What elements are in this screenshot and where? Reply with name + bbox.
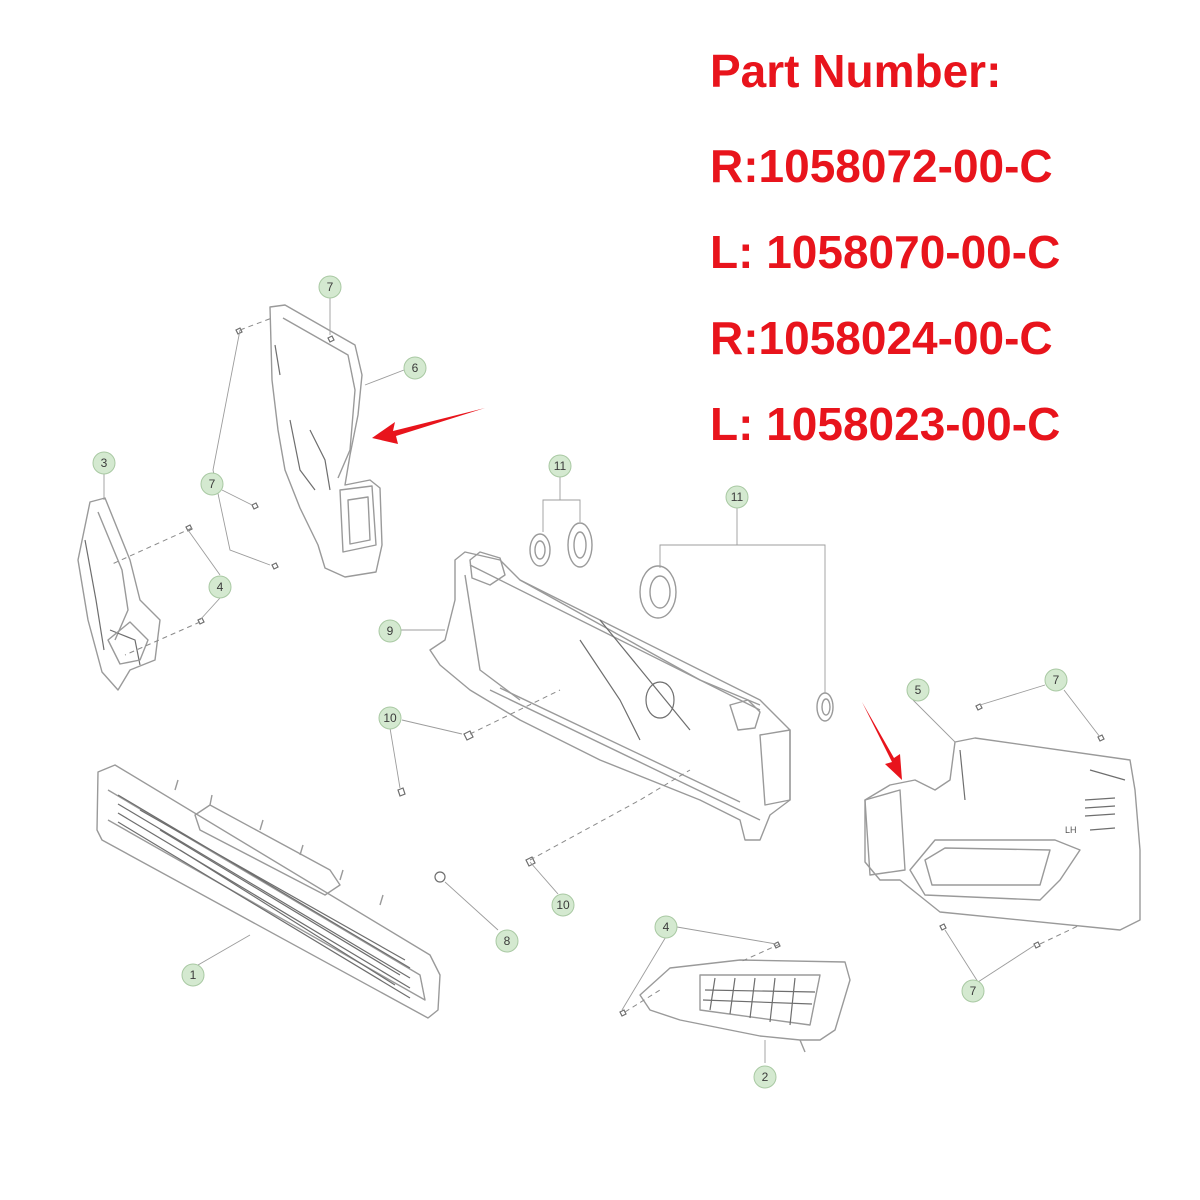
callout-7c: 7 xyxy=(1044,668,1068,692)
svg-text:3: 3 xyxy=(101,456,108,470)
callout-10b: 10 xyxy=(551,893,575,917)
callout-8: 8 xyxy=(495,929,519,953)
part-5-duct: LH xyxy=(864,737,1141,931)
svg-text:4: 4 xyxy=(217,580,224,594)
part-11-seals xyxy=(529,522,834,722)
callout-10a: 10 xyxy=(378,706,402,730)
callout-7a: 7 xyxy=(318,275,342,299)
part-number-line-1: R:1058072-00-C xyxy=(710,140,1053,192)
part-number-line-4: L: 1058023-00-C xyxy=(710,398,1061,450)
callout-11a: 11 xyxy=(548,454,572,478)
svg-text:10: 10 xyxy=(556,898,570,912)
callouts: 7 6 3 7 4 11 11 9 10 5 7 10 8 1 4 7 2 xyxy=(92,275,1068,1089)
svg-text:7: 7 xyxy=(209,477,216,491)
callout-2: 2 xyxy=(753,1065,777,1089)
callout-1: 1 xyxy=(181,963,205,987)
svg-text:7: 7 xyxy=(970,984,977,998)
svg-text:10: 10 xyxy=(383,711,397,725)
callout-4a: 4 xyxy=(208,575,232,599)
part-1-grille xyxy=(96,764,441,1019)
part-6-duct xyxy=(269,304,383,578)
callout-11b: 11 xyxy=(725,485,749,509)
part-3-duct xyxy=(77,497,161,691)
lh-label: LH xyxy=(1065,825,1077,835)
callout-7d: 7 xyxy=(961,979,985,1003)
fasteners xyxy=(185,327,1105,1017)
svg-text:8: 8 xyxy=(504,934,511,948)
callout-6: 6 xyxy=(403,356,427,380)
part-number-line-2: L: 1058070-00-C xyxy=(710,226,1061,278)
arrow-to-part-5 xyxy=(862,702,902,780)
svg-text:11: 11 xyxy=(554,459,567,473)
part-2-mesh xyxy=(639,959,851,1053)
arrow-to-part-6 xyxy=(372,408,485,444)
svg-text:9: 9 xyxy=(387,624,394,638)
assembly-lines xyxy=(109,317,1081,1013)
svg-text:6: 6 xyxy=(412,361,419,375)
svg-text:11: 11 xyxy=(731,490,744,504)
red-arrows xyxy=(372,408,902,780)
svg-text:4: 4 xyxy=(663,920,670,934)
svg-text:7: 7 xyxy=(1053,673,1060,687)
callout-7b: 7 xyxy=(200,472,224,496)
part-9-beam xyxy=(429,551,791,841)
callout-5: 5 xyxy=(906,678,930,702)
callout-9: 9 xyxy=(378,619,402,643)
part-number-line-3: R:1058024-00-C xyxy=(710,312,1053,364)
svg-text:5: 5 xyxy=(915,683,922,697)
svg-text:1: 1 xyxy=(190,968,197,982)
callout-3: 3 xyxy=(92,451,116,475)
leader-lines xyxy=(103,298,1101,1063)
part-number-heading: Part Number: xyxy=(710,45,1002,97)
svg-text:7: 7 xyxy=(327,280,334,294)
callout-4b: 4 xyxy=(654,915,678,939)
svg-text:2: 2 xyxy=(762,1070,769,1084)
